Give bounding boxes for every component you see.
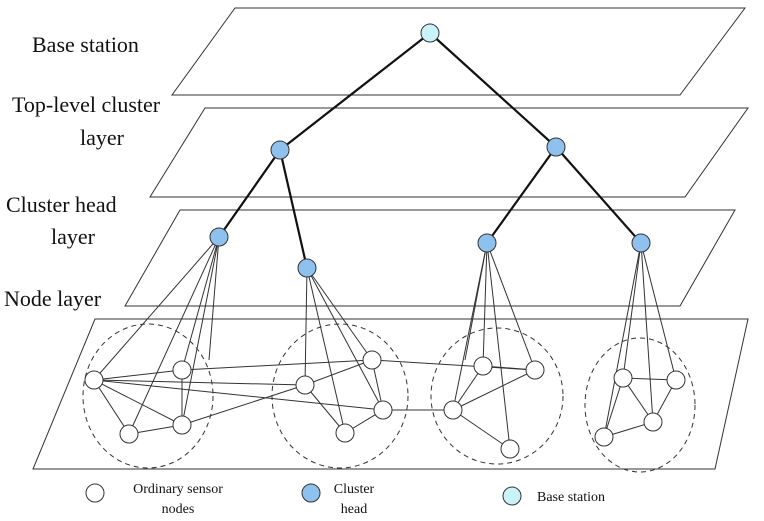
- ordinary-node: [666, 370, 686, 390]
- legend-cluster-head-icon: [301, 483, 321, 503]
- plane-node-layer: [32, 318, 749, 470]
- ordinary-node: [594, 427, 614, 447]
- ordinary-node: [84, 370, 104, 390]
- ordinary-node: [443, 400, 463, 420]
- ordinary-node: [613, 368, 633, 388]
- legend-ordinary-line2: nodes: [162, 502, 195, 517]
- cluster-head-links: [93, 236, 677, 450]
- base-station-node: [420, 23, 440, 43]
- cluster-head-node: [477, 233, 497, 253]
- cluster-boundaries: [82, 323, 696, 473]
- legend-cluster-line1: Cluster: [334, 482, 375, 497]
- label-top-level-line1: Top-level cluster: [12, 92, 161, 117]
- ordinary-node: [172, 415, 192, 435]
- ordinary-node: [295, 375, 315, 395]
- ordinary-node: [643, 412, 663, 432]
- cluster-head-node: [546, 137, 566, 157]
- ordinary-node: [362, 350, 382, 370]
- plane-cluster-head: [124, 209, 736, 307]
- label-top-level-line2: layer: [80, 125, 125, 150]
- ordinary-node: [335, 423, 355, 443]
- label-node-layer: Node layer: [4, 286, 102, 311]
- ordinary-node: [172, 360, 192, 380]
- ordinary-node: [500, 439, 520, 459]
- ordinary-node: [473, 356, 493, 376]
- legend: Ordinary sensor nodes Cluster head Base …: [85, 482, 605, 517]
- cluster-head-node: [270, 140, 290, 160]
- cluster-head-node: [631, 233, 651, 253]
- legend-ordinary-line1: Ordinary sensor: [133, 482, 223, 497]
- legend-base-station-icon: [502, 486, 522, 506]
- ordinary-node: [525, 360, 545, 380]
- legend-cluster-line2: head: [341, 502, 367, 517]
- cluster-heads: [209, 137, 651, 278]
- legend-base-station-label: Base station: [537, 490, 605, 505]
- label-cluster-head-line2: layer: [51, 224, 96, 249]
- plane-top-level-cluster: [149, 107, 749, 198]
- cluster-head-node: [209, 227, 229, 247]
- label-base-station: Base station: [32, 32, 139, 57]
- legend-ordinary-node-icon: [85, 483, 105, 503]
- ordinary-node: [119, 424, 139, 444]
- ordinary-node: [373, 400, 393, 420]
- plane-base-station: [171, 7, 746, 96]
- ordinary-nodes: [84, 350, 686, 459]
- hierarchy-links: [218, 32, 642, 269]
- cluster-head-node: [297, 258, 317, 278]
- label-cluster-head-line1: Cluster head: [6, 192, 117, 217]
